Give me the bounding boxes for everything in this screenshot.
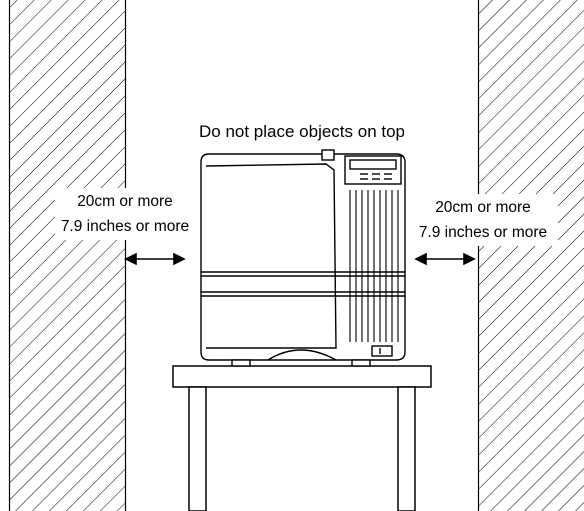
top-note-label: Do not place objects on top: [198, 122, 406, 141]
left-clearance-arrow: [124, 252, 186, 266]
table: [172, 365, 432, 511]
left-label-backdrop: [55, 188, 203, 240]
right-clearance-imperial: 7.9 inches or more: [418, 224, 548, 241]
left-clearance-metric: 20cm or more: [77, 193, 173, 210]
right-clearance-arrow: [414, 252, 476, 266]
right-clearance-metric: 20cm or more: [435, 199, 531, 216]
right-wall: [477, 0, 584, 511]
left-wall: [8, 0, 127, 511]
left-clearance-imperial: 7.9 inches or more: [60, 218, 190, 235]
right-label-backdrop: [410, 194, 558, 246]
printer: [200, 149, 406, 367]
